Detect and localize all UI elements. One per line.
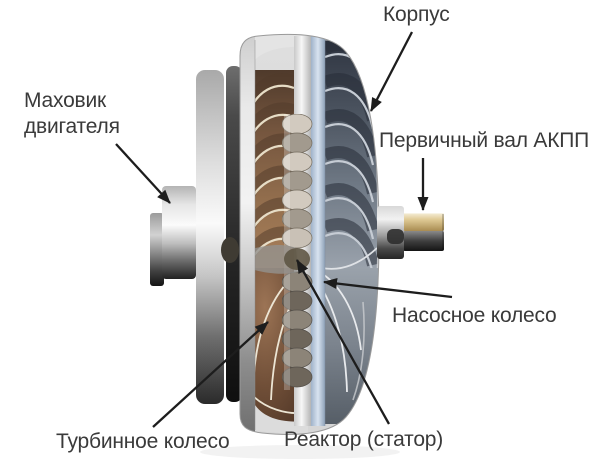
ground-shadow	[200, 445, 400, 459]
flexplate	[226, 66, 242, 402]
housing-label: Корпус	[383, 3, 450, 26]
turbine-wheel-label: Турбинное колесо	[56, 430, 230, 453]
pump-wheel-label: Насосное колесо	[392, 304, 557, 327]
housing-outline	[239, 33, 380, 435]
flywheel-label-line2: двигателя	[24, 115, 120, 138]
pump-arrow	[323, 278, 453, 299]
housing-seam-band	[311, 36, 325, 426]
flywheel-arrow	[115, 143, 171, 204]
pump-blades	[322, 38, 379, 268]
input-shaft	[377, 206, 444, 259]
housing-arrow	[369, 31, 414, 112]
hub-boss	[221, 237, 239, 263]
flywheel-label-line1: Маховик	[24, 89, 107, 112]
input-shaft-label: Первичный вал АКПП	[379, 129, 590, 152]
crankshaft-hub	[150, 186, 196, 286]
turbine-arrow	[152, 321, 269, 428]
housing-bottom-corner	[240, 398, 308, 435]
reactor-arrow	[295, 259, 391, 425]
flywheel-disc	[196, 70, 224, 404]
shaft-keyway	[387, 229, 404, 244]
leader-arrows	[115, 31, 453, 428]
front-cover-band	[240, 36, 255, 434]
reactor-label: Реактор (статор)	[284, 428, 444, 451]
flywheel-label: Маховик двигателя	[24, 88, 120, 140]
